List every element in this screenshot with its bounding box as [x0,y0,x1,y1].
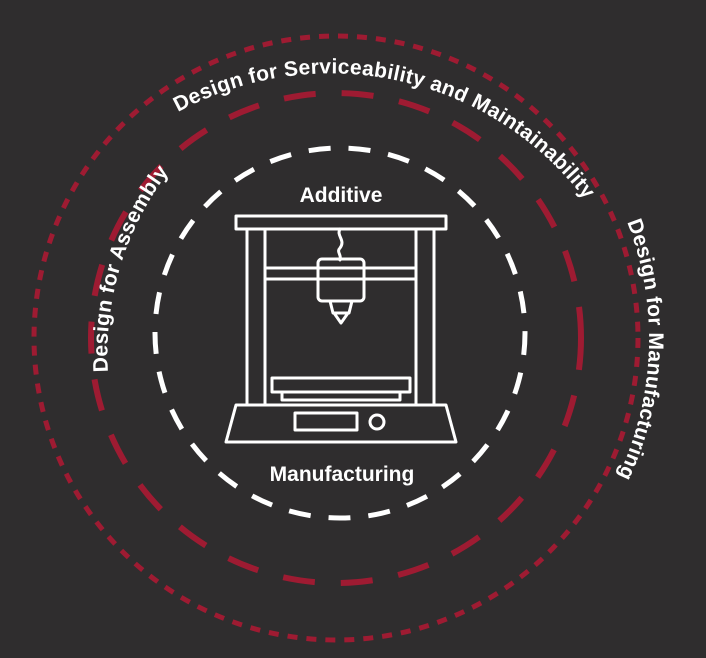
label-manufacturing: Design for Manufacturing [613,216,667,484]
inner-ring [152,145,528,521]
label-assembly-text: Design for Assembly [89,161,172,373]
center-bottom-label: Manufacturing [270,463,415,486]
label-assembly: Design for Assembly [89,161,173,373]
label-serviceability-text: Design for Serviceability and Maintainab… [170,55,600,203]
middle-ring [88,90,584,586]
outer-ring [31,33,641,643]
label-serviceability: Design for Serviceability and Maintainab… [170,55,600,203]
center-top-label: Additive [300,184,383,207]
label-manufacturing-text: Design for Manufacturing [613,216,666,484]
3d-printer-icon [224,214,458,444]
